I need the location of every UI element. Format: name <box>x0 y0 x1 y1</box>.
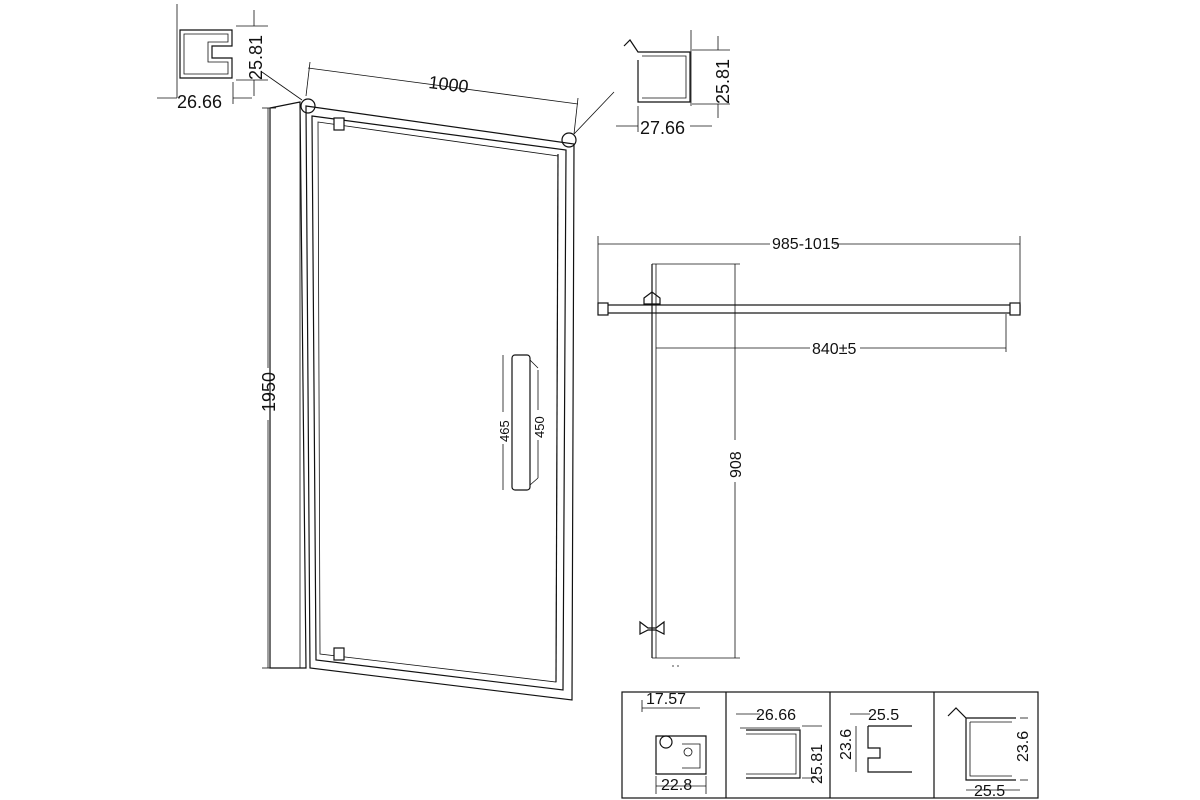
install-range-label: 985-1015 <box>772 236 840 253</box>
handle-dimensions: 465 450 <box>497 355 547 490</box>
profile-3-side-label: 23.6 <box>838 729 855 760</box>
door-width-dimension: 1000 <box>305 61 579 135</box>
profile-4-bottom-label: 25.5 <box>974 783 1005 800</box>
swing-depth-label: 908 <box>728 451 745 478</box>
door-height-dimension: 1950 <box>259 107 279 669</box>
profile-cell-1: 17.57 22.8 <box>641 691 707 794</box>
wall-profile-detail: 25.81 26.66 <box>157 4 268 112</box>
profile-cell-2: 26.66 25.81 <box>736 707 826 784</box>
profile-3-top-label: 25.5 <box>868 707 899 724</box>
top-profile-height-label: 25.81 <box>713 59 733 104</box>
door-front-view <box>261 71 615 701</box>
handle-outer-label: 465 <box>497 420 512 442</box>
door-width-label: 1000 <box>428 72 470 97</box>
profile-cell-3: 25.5 23.6 <box>838 707 912 773</box>
profile-table: 17.57 22.8 26.66 25.81 25.5 <box>621 691 1039 800</box>
plan-view: 985-1015 908 840±5 <box>597 236 1021 667</box>
profile-cell-4: 23.6 25.5 <box>947 707 1032 800</box>
profile-1-bottom-label: 22.8 <box>661 777 692 794</box>
profile-4-side-label: 23.6 <box>1015 731 1032 762</box>
top-profile-width-label: 27.66 <box>640 118 685 138</box>
top-profile-detail: 25.81 27.66 <box>616 30 733 138</box>
profile-2-top-label: 26.66 <box>756 707 796 724</box>
door-height-label: 1950 <box>259 372 279 412</box>
profile-2-side-label: 25.81 <box>809 744 826 784</box>
wall-profile-height-label: 25.81 <box>246 35 266 80</box>
wall-profile-width-label: 26.66 <box>177 92 222 112</box>
handle-inner-label: 450 <box>532 416 547 438</box>
profile-1-top-label: 17.57 <box>646 691 686 708</box>
opening-width-label: 840±5 <box>812 341 856 358</box>
